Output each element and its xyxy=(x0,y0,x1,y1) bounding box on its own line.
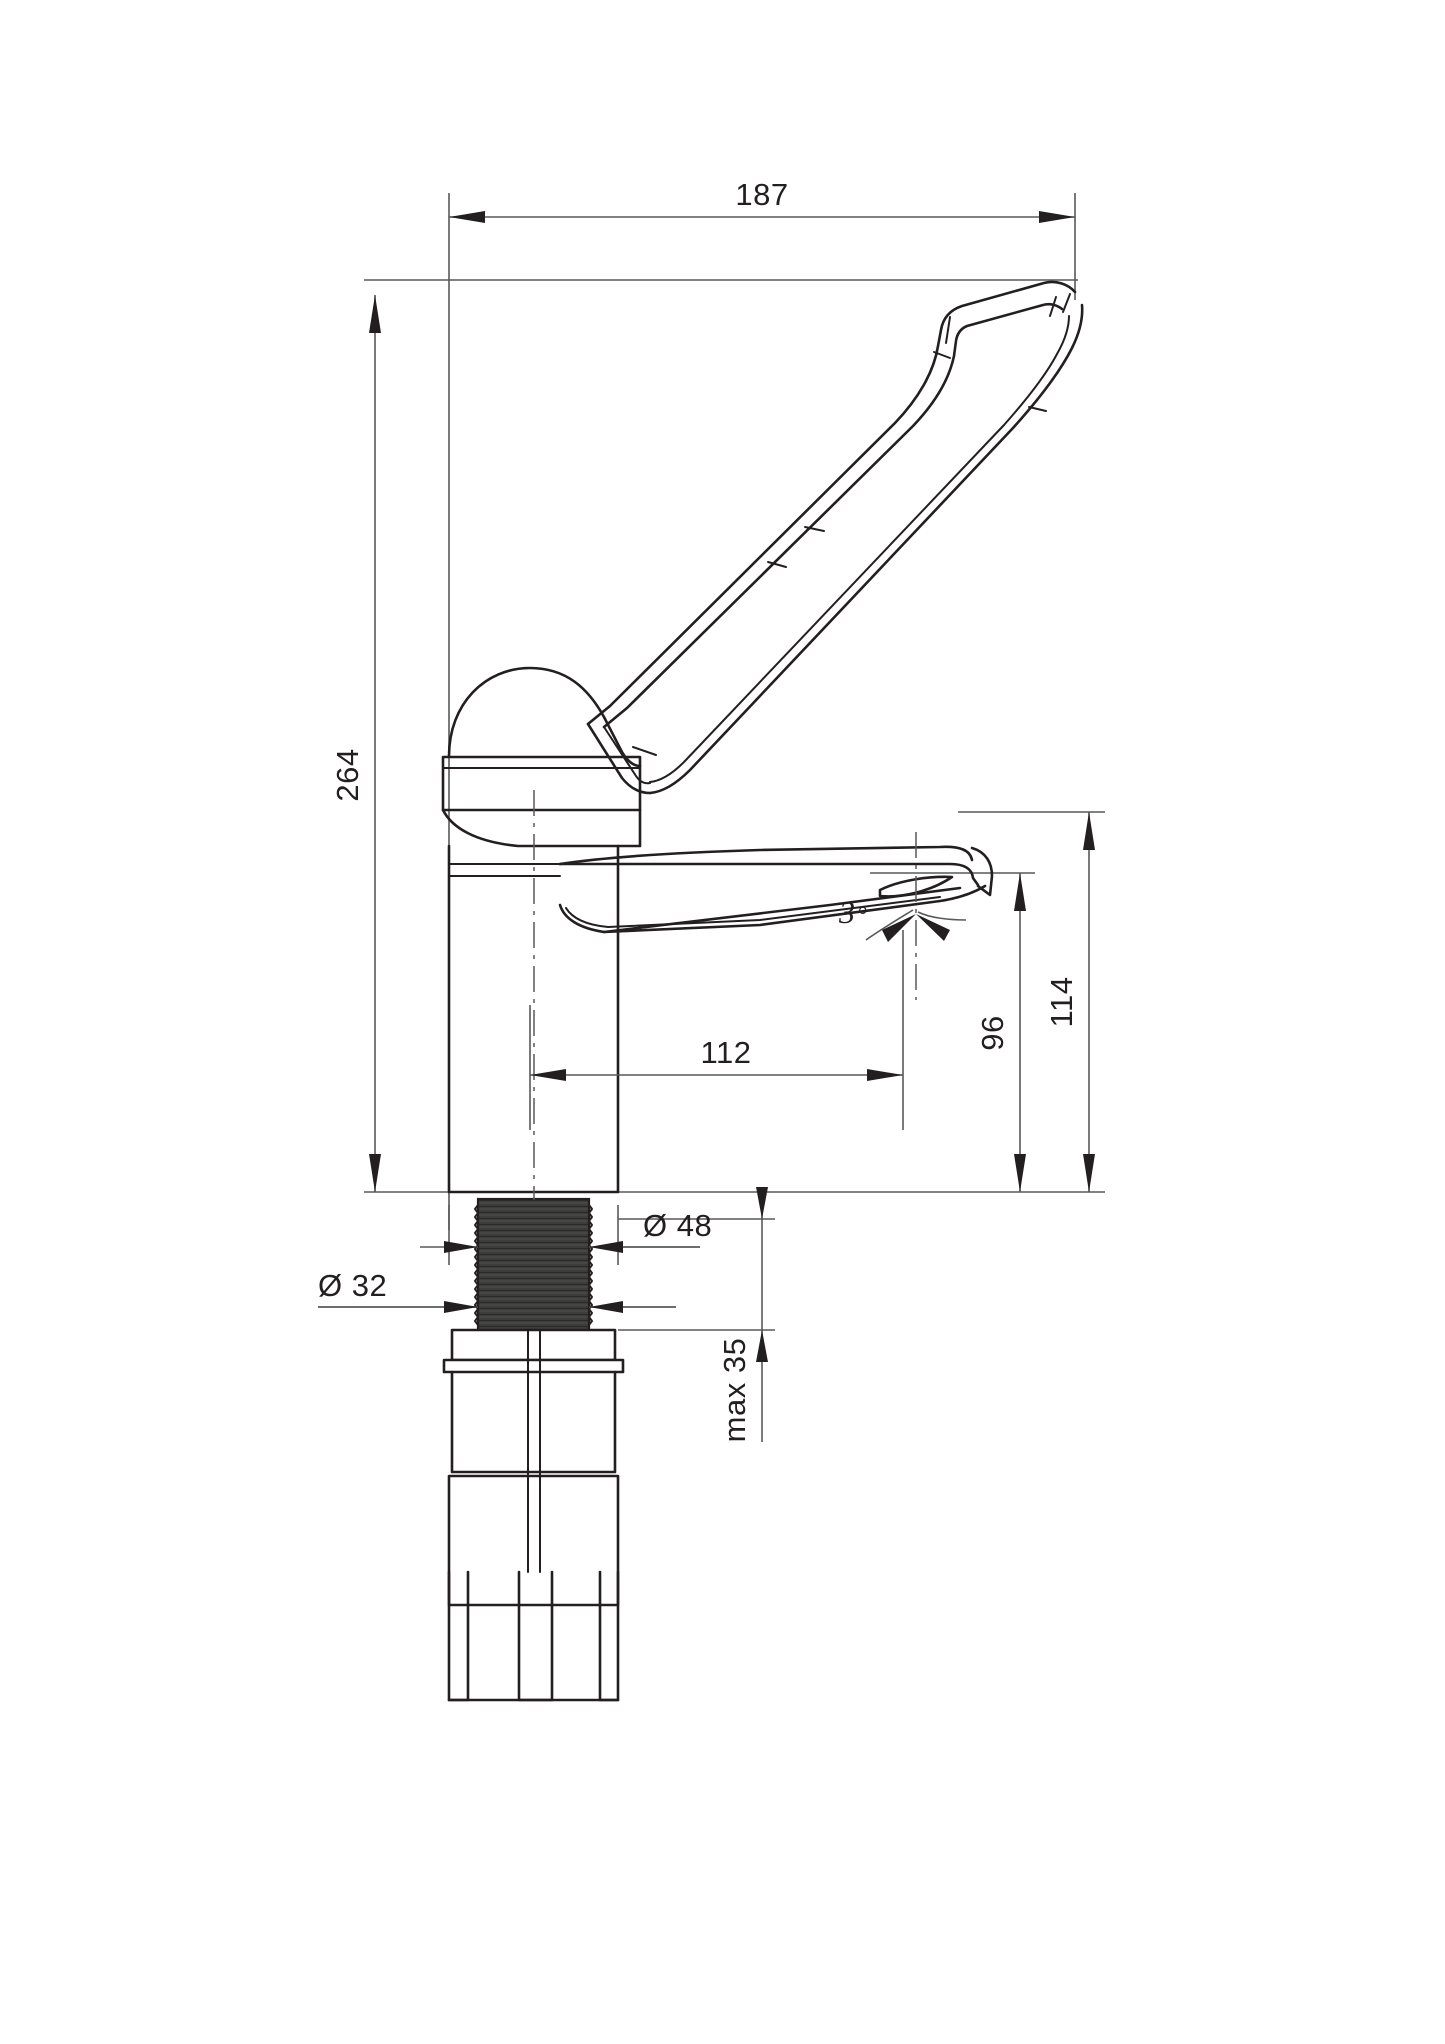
spout-nose-outer xyxy=(970,846,994,897)
dimension-max-thickness: max 35 xyxy=(717,1187,768,1442)
lever-handle-inner-lower xyxy=(649,315,1070,783)
mounting-flange xyxy=(450,1328,617,1362)
dim-label-96: 96 xyxy=(975,1015,1010,1050)
dimension-spout-top-height: 114 xyxy=(1044,812,1095,1192)
dimension-aerator-angle: 3 ° xyxy=(838,894,967,942)
dim-label-diameter-48: Ø 48 xyxy=(643,1208,712,1243)
dimension-overall-width: 187 xyxy=(449,177,1075,223)
lever-tip-cap-2 xyxy=(1049,296,1057,317)
aerator xyxy=(878,875,954,898)
angle-arc-left xyxy=(865,909,914,941)
dimension-spout-reach: 112 xyxy=(530,1035,903,1081)
bracket-leg-centre xyxy=(517,1570,554,1702)
spout-top-edge xyxy=(558,845,974,866)
dim-label-max-35: max 35 xyxy=(717,1338,752,1443)
dim-label-264: 264 xyxy=(330,748,365,801)
lever-handle-inner-upper xyxy=(602,302,1064,729)
spout-upper xyxy=(558,862,980,887)
lever-rib-2 xyxy=(933,351,951,359)
spout-lower xyxy=(558,884,987,934)
lever-rib-3 xyxy=(1028,406,1047,412)
dim-label-112: 112 xyxy=(701,1035,752,1070)
dimension-overall-height: 264 xyxy=(330,295,381,1192)
thread-ridges xyxy=(474,1204,593,1326)
lever-joint-inner xyxy=(603,726,651,785)
threaded-shank xyxy=(476,1197,591,1332)
spout-lower-inner xyxy=(565,896,941,928)
degree-symbol: ° xyxy=(858,903,868,929)
dim-label-3-degrees: 3 xyxy=(838,894,855,930)
lever-joint xyxy=(586,722,652,795)
dim-label-114: 114 xyxy=(1044,977,1079,1028)
lever-rib-1 xyxy=(945,316,951,344)
angle-arc-right xyxy=(917,911,967,921)
faucet-assembly xyxy=(441,280,1084,1702)
lever-rib-4 xyxy=(804,526,825,532)
extension-lines xyxy=(318,193,1105,1331)
dimension-thread-diameter: Ø 48 xyxy=(420,1208,712,1253)
dim-label-187: 187 xyxy=(735,177,788,212)
lever-handle-outer xyxy=(586,280,1077,726)
lever-handle-lower-edge xyxy=(648,303,1084,795)
dimension-spout-height: 96 xyxy=(975,873,1026,1192)
bracket-leg-right xyxy=(598,1570,620,1702)
lever-rib-5 xyxy=(767,561,787,568)
mounting-washer xyxy=(442,1358,625,1374)
lever-joint-seam xyxy=(632,746,657,756)
dim-label-diameter-32: Ø 32 xyxy=(318,1268,387,1303)
bracket-leg-left xyxy=(447,1570,470,1702)
dome-base-band xyxy=(441,755,642,812)
cartridge-dome xyxy=(447,666,642,768)
dimension-shank-diameter: Ø 32 xyxy=(318,1268,676,1313)
fixing-bracket-lower xyxy=(447,1474,620,1607)
lever-tip-cap xyxy=(1062,293,1071,313)
fixing-bracket-upper xyxy=(450,1370,617,1474)
dome-flare xyxy=(441,808,642,848)
